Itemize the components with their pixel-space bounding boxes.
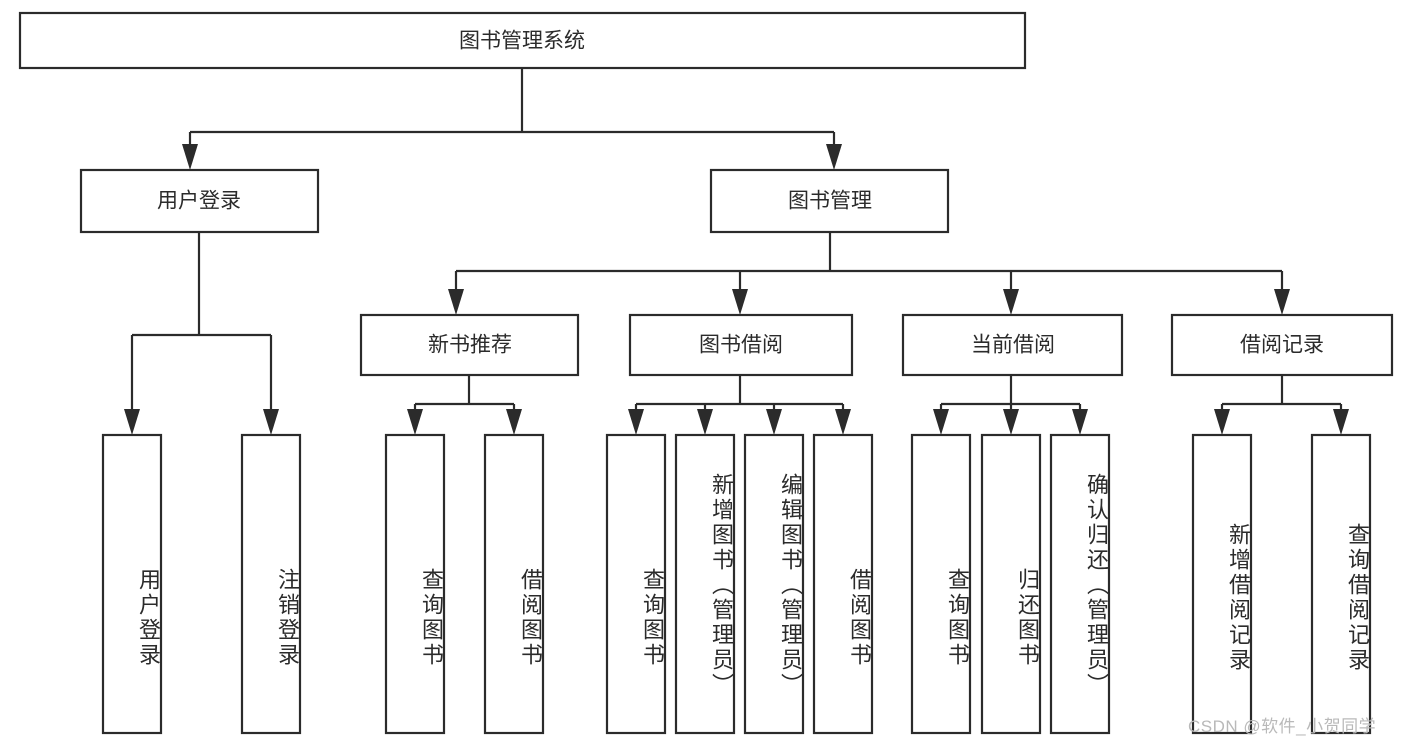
node-user-login[interactable]: 用户登录 [79, 168, 320, 234]
node-current-borrow-label: 当前借阅 [971, 334, 1055, 357]
node-root[interactable]: 图书管理系统 [18, 11, 1027, 70]
leaf-box-bb-edit-book[interactable] [743, 433, 805, 735]
node-book-management[interactable]: 图书管理 [709, 168, 950, 234]
node-borrow-record[interactable]: 借阅记录 [1170, 313, 1394, 377]
arrow-head-cb-leaf-3 [1072, 409, 1088, 435]
leaf-box-bb-query-book[interactable] [605, 433, 667, 735]
arrow-head-cb-leaf-1 [933, 409, 949, 435]
node-new-book-recommend-box[interactable] [359, 313, 580, 377]
leaf-box-logout[interactable] [240, 433, 302, 735]
arrow-head-book-mgmt [826, 144, 842, 170]
node-root-box[interactable] [18, 11, 1027, 70]
leaf-box-nb-borrow-book[interactable] [483, 433, 545, 735]
arrow-head-bb-leaf-1 [628, 409, 644, 435]
arrow-head-br-leaf-1 [1214, 409, 1230, 435]
node-root-label: 图书管理系统 [459, 30, 585, 53]
leaf-box-user-login[interactable] [101, 433, 163, 735]
leaf-box-cb-confirm-return[interactable] [1049, 433, 1111, 735]
leaf-box-cb-return-book[interactable] [980, 433, 1042, 735]
node-book-borrow-label: 图书借阅 [699, 334, 783, 357]
node-current-borrow[interactable]: 当前借阅 [901, 313, 1124, 377]
watermark-text: CSDN @软件_小贺同学 [1188, 717, 1377, 736]
arrow-head-bb-leaf-3 [766, 409, 782, 435]
arrow-head-user-login [182, 144, 198, 170]
node-book-borrow[interactable]: 图书借阅 [628, 313, 854, 377]
arrow-head-br-leaf-2 [1333, 409, 1349, 435]
node-borrow-record-label: 借阅记录 [1240, 334, 1324, 357]
arrow-head-borrow-record [1274, 289, 1290, 315]
leaf-box-cb-query-book[interactable] [910, 433, 972, 735]
arrow-head-new-book [448, 289, 464, 315]
node-new-book-recommend[interactable]: 新书推荐 [359, 313, 580, 377]
arrow-head-leaf-user-login [124, 409, 140, 435]
leaf-box-br-query-record[interactable] [1310, 433, 1372, 735]
arrow-head-bb-leaf-4 [835, 409, 851, 435]
node-book-management-box[interactable] [709, 168, 950, 234]
leaf-box-bb-borrow-book[interactable] [812, 433, 874, 735]
node-book-borrow-box[interactable] [628, 313, 854, 377]
arrow-head-book-borrow [732, 289, 748, 315]
node-user-login-box[interactable] [79, 168, 320, 234]
leaf-box-bb-add-book[interactable] [674, 433, 736, 735]
node-borrow-record-box[interactable] [1170, 313, 1394, 377]
arrow-head-nb-leaf-1 [407, 409, 423, 435]
leaf-box-br-add-record[interactable] [1191, 433, 1253, 735]
node-current-borrow-box[interactable] [901, 313, 1124, 377]
arrow-head-current-borrow [1003, 289, 1019, 315]
arrow-head-bb-leaf-2 [697, 409, 713, 435]
node-user-login-label: 用户登录 [157, 190, 241, 213]
arrow-head-leaf-logout [263, 409, 279, 435]
node-new-book-recommend-label: 新书推荐 [428, 334, 512, 357]
node-book-management-label: 图书管理 [788, 190, 872, 213]
connector-group [124, 68, 1349, 435]
leaf-box-nb-query-book[interactable] [384, 433, 446, 735]
arrow-head-cb-leaf-2 [1003, 409, 1019, 435]
arrow-head-nb-leaf-2 [506, 409, 522, 435]
